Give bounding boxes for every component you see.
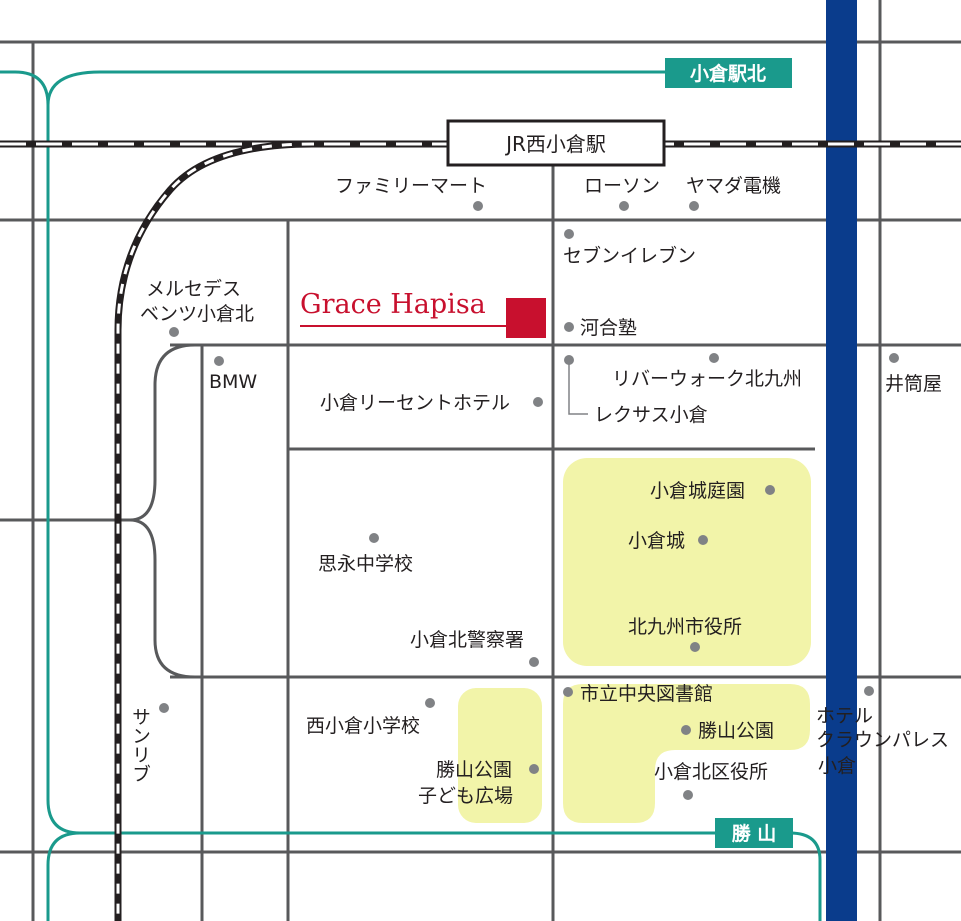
label-mercedes-2: ベンツ小倉北 bbox=[140, 303, 254, 325]
label-riverwalk: リバーウォーク北九州 bbox=[612, 368, 802, 390]
dot-kitaku bbox=[683, 790, 693, 800]
stop-south: 勝 山 bbox=[715, 818, 793, 848]
railway-branch-dash bbox=[116, 142, 313, 921]
monorail-track-lower bbox=[46, 831, 81, 921]
stop-north-badge bbox=[665, 58, 792, 88]
dot-izutsuya bbox=[889, 353, 899, 363]
station-box bbox=[446, 119, 666, 167]
label-nishikokura-school: 西小倉小学校 bbox=[306, 715, 420, 737]
label-mercedes-1: メルセデス bbox=[146, 278, 241, 300]
dot-sunlive bbox=[159, 703, 169, 713]
dot-hotel-crown bbox=[864, 686, 874, 696]
label-bmw: BMW bbox=[209, 371, 257, 393]
dot-mercedes bbox=[169, 327, 179, 337]
label-izutsuya: 井筒屋 bbox=[885, 373, 942, 395]
parks bbox=[458, 458, 811, 823]
monorail-track-upper bbox=[46, 70, 790, 106]
dot-bmw bbox=[214, 356, 224, 366]
dot-familymart bbox=[473, 201, 483, 211]
park-kids-square bbox=[458, 688, 542, 823]
label-recent-hotel: 小倉リーセントホテル bbox=[320, 392, 510, 414]
dot-library bbox=[563, 687, 573, 697]
dot-castle bbox=[698, 535, 708, 545]
lexus-leader-line bbox=[568, 360, 588, 415]
stop-north: 小倉駅北 bbox=[665, 58, 792, 88]
dot-lexus bbox=[564, 355, 574, 365]
monorail-track bbox=[0, 70, 822, 921]
monorail-line bbox=[0, 70, 822, 921]
label-kawai: 河合塾 bbox=[580, 317, 637, 339]
label-library: 市立中央図書館 bbox=[580, 683, 713, 705]
dot-shiei bbox=[369, 533, 379, 543]
station-label: JR西小倉駅 bbox=[504, 132, 606, 156]
grace-hapisa-marker: Grace Hapisa bbox=[300, 289, 546, 338]
landmark-dots bbox=[159, 201, 899, 800]
dot-riverwalk bbox=[709, 353, 719, 363]
dot-recent-hotel bbox=[533, 397, 543, 407]
label-katsuyama-park: 勝山公園 bbox=[698, 720, 774, 742]
label-garden: 小倉城庭園 bbox=[650, 480, 745, 502]
brand-location-square bbox=[506, 298, 546, 338]
landmark-labels: ファミリーマート ローソン ヤマダ電機 セブンイレブン メルセデス ベンツ小倉北… bbox=[129, 175, 949, 807]
label-park-kids-2: 子ども広場 bbox=[418, 785, 513, 807]
label-castle: 小倉城 bbox=[628, 530, 685, 552]
label-shiyakusho: 北九州市役所 bbox=[628, 616, 742, 638]
label-yamada: ヤマダ電機 bbox=[686, 175, 781, 197]
label-sunlive: サンリブ bbox=[129, 707, 151, 783]
park-kokura-castle bbox=[563, 458, 811, 666]
park-katsuyama bbox=[563, 684, 810, 823]
brand-name: Grace Hapisa bbox=[300, 289, 486, 320]
dot-shiyakusho bbox=[690, 642, 700, 652]
stop-south-label: 勝 山 bbox=[732, 822, 777, 845]
jr-station: JR西小倉駅 bbox=[446, 119, 666, 167]
label-hotel-2: クラウンパレス bbox=[816, 729, 949, 751]
label-hotel-1: ホテル bbox=[816, 705, 873, 727]
dot-lawson bbox=[619, 201, 629, 211]
river-murasaki bbox=[826, 0, 857, 921]
dot-police bbox=[529, 657, 539, 667]
label-hotel-3: 小倉 bbox=[818, 755, 856, 777]
dot-yamada bbox=[689, 201, 699, 211]
label-police: 小倉北警察署 bbox=[410, 629, 524, 651]
label-familymart: ファミリーマート bbox=[335, 175, 487, 197]
label-lawson: ローソン bbox=[584, 175, 660, 197]
label-kitaku: 小倉北区役所 bbox=[654, 761, 768, 783]
dot-katsuyama-park bbox=[681, 725, 691, 735]
label-park-kids-1: 勝山公園 bbox=[436, 759, 512, 781]
dot-seven bbox=[564, 229, 574, 239]
stop-north-label: 小倉駅北 bbox=[690, 62, 766, 85]
dot-park-kids bbox=[529, 764, 539, 774]
railway-branch bbox=[114, 140, 313, 921]
dot-nishikokura-school bbox=[425, 698, 435, 708]
label-lexus: レクサス小倉 bbox=[594, 404, 708, 426]
label-shiei: 思永中学校 bbox=[318, 553, 413, 575]
stop-south-badge bbox=[715, 818, 793, 848]
dot-garden bbox=[765, 485, 775, 495]
label-seven: セブンイレブン bbox=[563, 244, 696, 267]
road-curve-west bbox=[129, 343, 196, 679]
dot-kawai bbox=[564, 322, 574, 332]
